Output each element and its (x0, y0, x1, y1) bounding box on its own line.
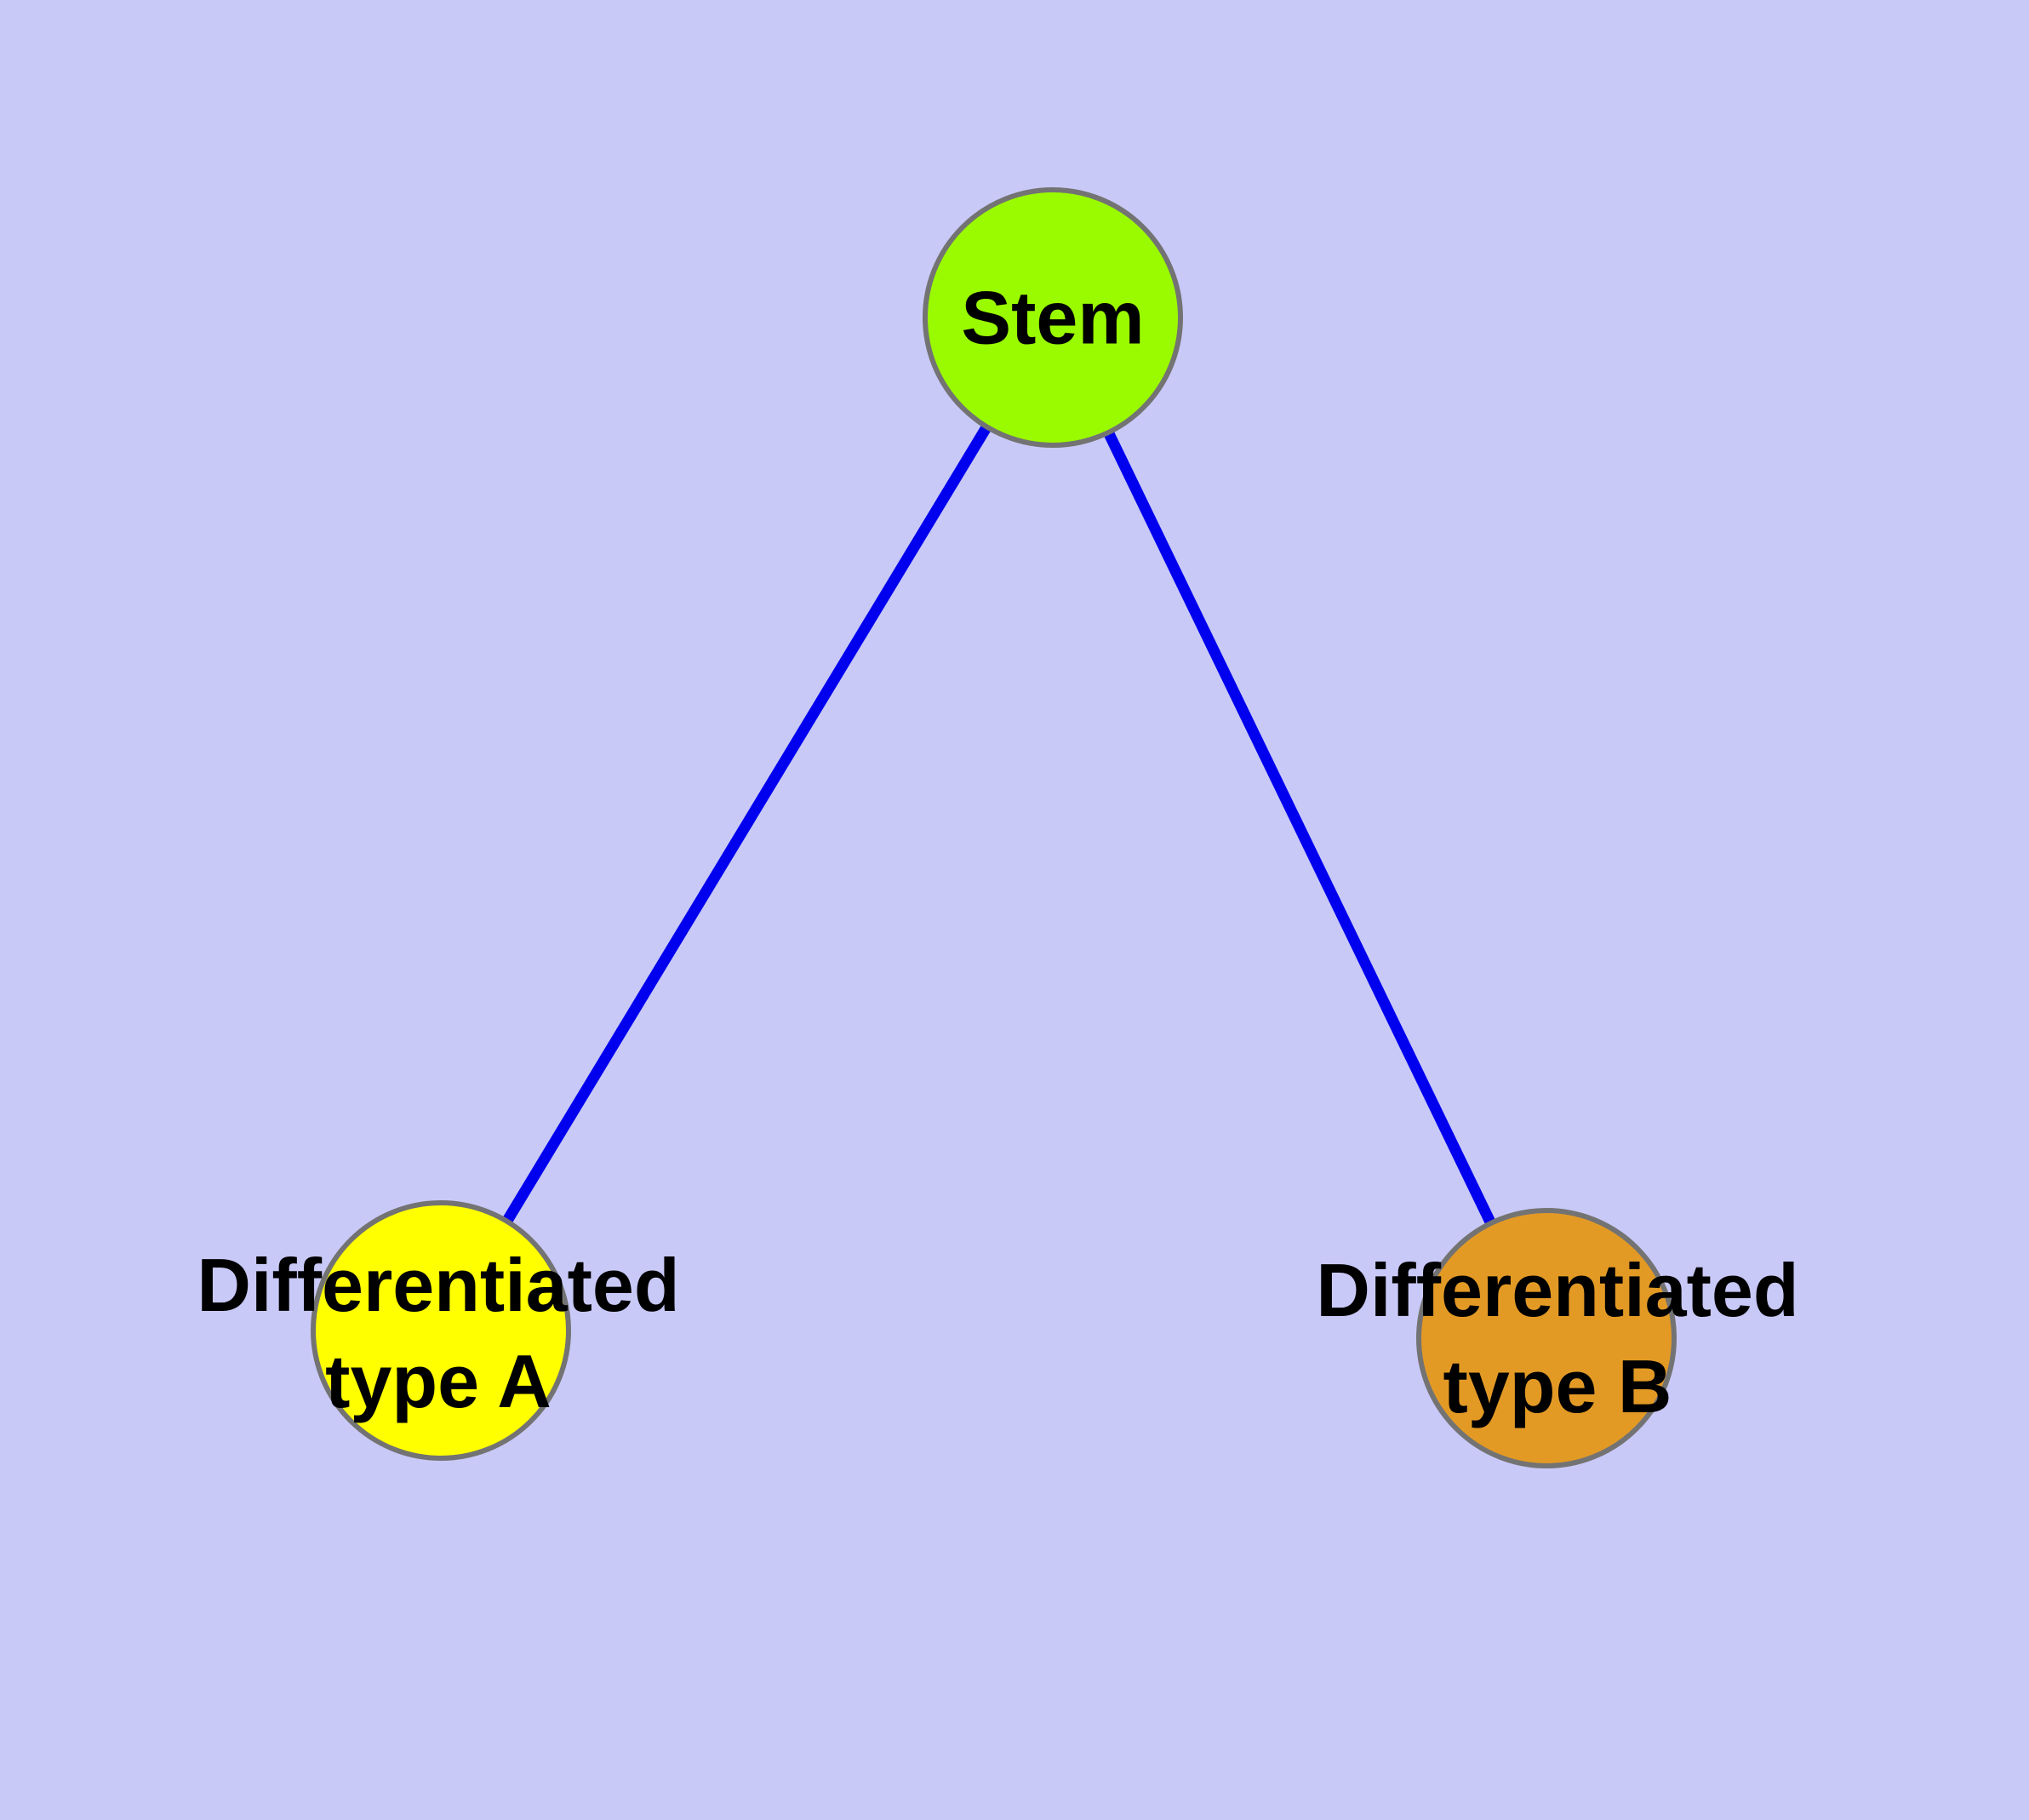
stem-node-label: Stem (961, 270, 1144, 366)
edge-stem-to-type-a (436, 314, 1058, 1334)
stem-node-label-text: Stem (961, 275, 1145, 360)
edge-stem-to-type-b (1048, 315, 1552, 1341)
type-b-node-label: Differentiated type B (1316, 1242, 1798, 1434)
type-a-node-label-line2: type A (325, 1339, 552, 1423)
type-b-node-label-line2: type B (1443, 1344, 1672, 1428)
type-a-node-label-line1: Differentiated (197, 1243, 680, 1327)
type-b-node-label-line1: Differentiated (1316, 1248, 1799, 1332)
type-a-node-circle (311, 1200, 571, 1461)
type-a-node-label: Differentiated type A (197, 1237, 679, 1429)
stem-node-circle (923, 187, 1183, 448)
type-b-node-circle (1416, 1208, 1677, 1468)
